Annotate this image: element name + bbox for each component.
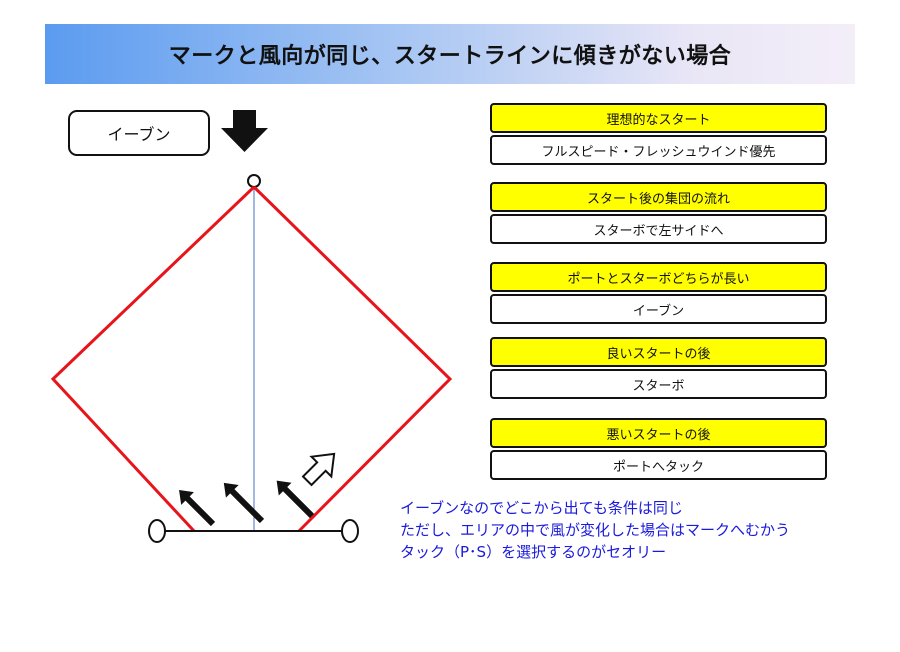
panel-value: イーブン (490, 294, 827, 324)
boat-arrow-icon (179, 490, 216, 527)
committee-boat-mark (341, 519, 359, 543)
page-title: マークと風向が同じ、スタートラインに傾きがない場合 (168, 44, 732, 69)
panel-value: ポートへタック (490, 450, 827, 480)
panel-heading: 理想的なスタート (490, 103, 827, 133)
right-laylines (252, 185, 453, 533)
panel-value: スターボで左サイドへ (490, 214, 827, 244)
windward-mark (247, 174, 261, 188)
panel-after-bad-start: 悪いスタートの後 ポートへタック (490, 418, 827, 480)
note-line: タック（P･S）を選択するのがセオリー (400, 543, 667, 561)
panel-longer-tack: ポートとスターボどちらが長い イーブン (490, 262, 827, 324)
panel-fleet-flow: スタート後の集団の流れ スターボで左サイドへ (490, 182, 827, 244)
title-bar: マークと風向が同じ、スタートラインに傾きがない場合 (45, 24, 855, 84)
panel-heading: 良いスタートの後 (490, 337, 827, 367)
panel-heading: 悪いスタートの後 (490, 418, 827, 448)
wind-arrow-icon (221, 110, 268, 152)
outline-arrow-icon (301, 452, 336, 487)
panel-value: スターボ (490, 369, 827, 399)
panel-ideal-start: 理想的なスタート フルスピード・フレッシュウインド優先 (490, 103, 827, 165)
strategy-note: イーブンなのでどこから出ても条件は同じ ただし、エリアの中で風が変化した場合はマ… (400, 497, 870, 563)
note-line: イーブンなのでどこから出ても条件は同じ (400, 499, 683, 517)
left-laylines (50, 185, 256, 533)
panel-heading: スタート後の集団の流れ (490, 182, 827, 212)
wind-label: イーブン (107, 125, 171, 144)
note-line: ただし、エリアの中で風が変化した場合はマークへむかう (400, 521, 791, 539)
panel-heading: ポートとスターボどちらが長い (490, 262, 827, 292)
panel-after-good-start: 良いスタートの後 スターボ (490, 337, 827, 399)
wind-label-box: イーブン (68, 110, 210, 156)
pin-end-mark (148, 519, 166, 543)
panel-value: フルスピード・フレッシュウインド優先 (490, 135, 827, 165)
boat-arrow-icon (276, 480, 315, 519)
boat-arrow-icon (223, 482, 265, 524)
